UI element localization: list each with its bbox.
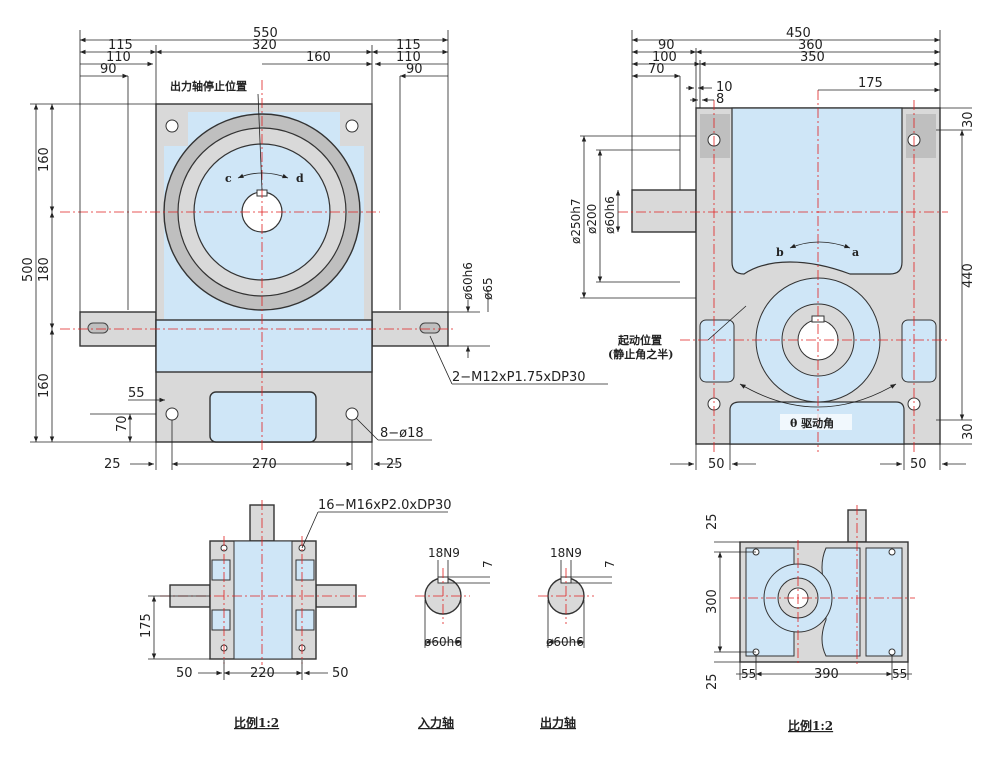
side-dim-8: 8	[716, 92, 724, 107]
input-key-depth: 7	[481, 560, 495, 568]
side-dim-360: 360	[798, 38, 823, 53]
top-dim-25-bottom: 25	[705, 673, 720, 690]
dim-25-left: 25	[104, 457, 121, 472]
dim-dia-65: ø65	[481, 277, 495, 300]
front-view: c d 出力轴停止位置 550 115 320 115 110 110 90 9…	[21, 26, 608, 472]
dir-d-label: d	[296, 172, 304, 185]
side-dim-100: 100	[652, 50, 677, 65]
side-dim-dia-60: ø60h6	[603, 196, 617, 234]
side-dim-90: 90	[658, 38, 675, 53]
callout-m12: 2−M12xP1.75xDP30	[452, 370, 586, 385]
side-dim-30-top: 30	[961, 111, 976, 128]
input-shaft-caption: 入力轴	[418, 715, 454, 730]
side-dim-dia-250: ø250h7	[569, 199, 583, 245]
output-keyway: 18N9	[550, 546, 582, 560]
bottom-dim-175: 175	[139, 613, 154, 638]
side-dim-175: 175	[858, 76, 883, 91]
dim-25-right: 25	[386, 457, 403, 472]
dim-180: 180	[37, 257, 52, 282]
dim-90-right: 90	[406, 62, 423, 77]
top-view: 300 25 25 390 55 55 比例1:2	[705, 505, 915, 733]
dim-70: 70	[115, 415, 130, 432]
side-dim-10: 10	[716, 80, 733, 95]
side-dim-450: 450	[786, 26, 811, 41]
callout-m16: 16−M16xP2.0xDP30	[318, 498, 452, 513]
drive-angle-label: θ 驱动角	[790, 416, 834, 430]
dim-110-left: 110	[106, 50, 131, 65]
side-dim-50-right: 50	[910, 457, 927, 472]
start-pos-sub-label: (静止角之半)	[608, 347, 673, 361]
side-view: b a θ 驱动角 起动位置 (静止角之半) 450 90 360 100 35…	[569, 26, 976, 472]
output-key-depth: 7	[603, 560, 617, 568]
input-shaft-section: 18N9 7 ø60h6 入力轴	[415, 546, 495, 730]
dim-55: 55	[128, 386, 145, 401]
dim-270: 270	[252, 457, 277, 472]
output-shaft-caption: 出力轴	[540, 715, 576, 730]
side-dim-50-left: 50	[708, 457, 725, 472]
dir-b-label: b	[776, 246, 784, 259]
bottom-scale-caption: 比例1:2	[234, 715, 279, 730]
dim-90-left: 90	[100, 62, 117, 77]
bottom-dim-50-right: 50	[332, 666, 349, 681]
dim-110-right: 110	[396, 50, 421, 65]
output-dia: ø60h6	[546, 635, 584, 649]
side-dim-440: 440	[961, 263, 976, 288]
dir-c-label: c	[225, 172, 232, 185]
front-mount-holes	[165, 119, 359, 421]
side-dim-350: 350	[800, 50, 825, 65]
dir-a-label: a	[852, 246, 859, 259]
dim-160-top: 160	[37, 147, 52, 172]
dim-160-center: 160	[306, 50, 331, 65]
dim-320: 320	[252, 38, 277, 53]
dim-500: 500	[21, 257, 36, 282]
side-dim-30-bottom: 30	[961, 423, 976, 440]
top-scale-caption: 比例1:2	[788, 718, 833, 733]
bottom-view: 16−M16xP2.0xDP30 175 220 50 50 比例1:2	[139, 498, 452, 730]
start-pos-label: 起动位置	[617, 333, 662, 347]
input-keyway: 18N9	[428, 546, 460, 560]
side-dim-70: 70	[648, 62, 665, 77]
top-dim-25-top: 25	[705, 513, 720, 530]
output-stop-label: 出力轴停止位置	[170, 79, 247, 93]
input-dia: ø60h6	[424, 635, 462, 649]
bottom-dim-220: 220	[250, 666, 275, 681]
dim-115-right: 115	[396, 38, 421, 53]
dim-160-bottom: 160	[37, 373, 52, 398]
dim-dia-60: ø60h6	[461, 262, 475, 300]
dim-115-left: 115	[108, 38, 133, 53]
side-dim-dia-200: ø200	[585, 204, 599, 234]
top-dim-390: 390	[814, 667, 839, 682]
callout-8-18: 8−ø18	[380, 426, 424, 441]
top-dim-300: 300	[705, 589, 720, 614]
output-shaft-section: 18N9 7 ø60h6 出力轴	[538, 546, 617, 730]
bottom-dim-50-left: 50	[176, 666, 193, 681]
dim-550: 550	[253, 26, 278, 41]
